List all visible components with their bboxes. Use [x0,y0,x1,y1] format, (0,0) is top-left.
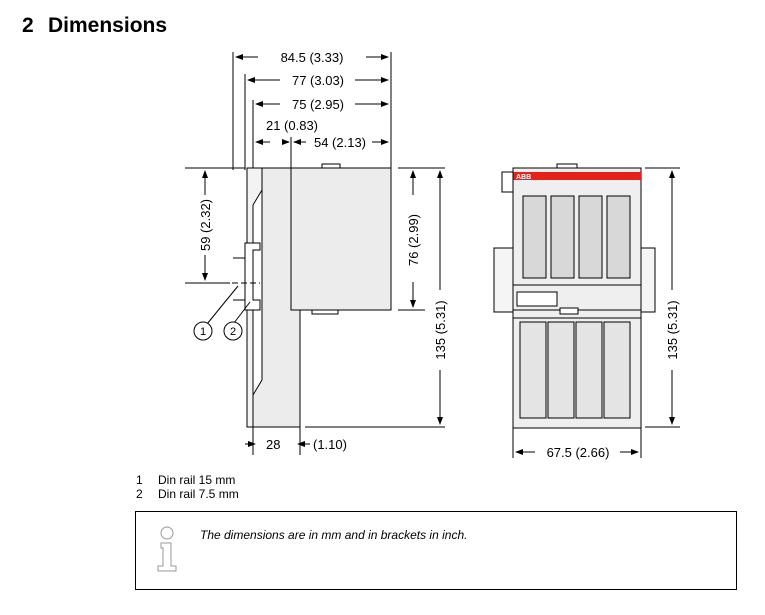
front-dim-arrows [515,170,675,455]
dim-75: 75 (2.95) [292,97,344,112]
brand-stripe [513,172,641,180]
legend-text: Din rail 7.5 mm [158,487,239,501]
side-view [185,52,445,455]
dim-28: 28 [266,437,280,452]
dim-54: 54 (2.13) [314,135,366,150]
legend-number: 2 [136,487,143,501]
section-title: Dimensions [48,14,168,37]
callout-2: 2 [230,326,236,338]
legend-number: 1 [136,473,143,487]
note-box: The dimensions are in mm and in brackets… [135,511,737,590]
dim-135-front: 135 (5.31) [665,300,680,359]
legend-text: Din rail 15 mm [158,473,236,487]
dim-28-inch: (1.10) [313,437,347,452]
dim-59: 59 (2.32) [198,199,213,251]
dim-21: 21 (0.83) [266,118,318,133]
legend-item: 2 Din rail 7.5 mm [136,487,239,501]
brand-logo: ABB [516,174,531,181]
front-view [493,163,680,458]
dim-135-side: 135 (5.31) [433,300,448,359]
dim-67-5: 67.5 (2.66) [547,445,610,460]
info-icon [157,526,177,572]
dim-76: 76 (2.99) [406,214,421,266]
legend: 1 Din rail 15 mm 2 Din rail 7.5 mm [136,473,239,501]
dim-84-5: 84.5 (3.33) [281,50,344,65]
section-heading: 2 Dimensions [22,14,167,38]
note-text: The dimensions are in mm and in brackets… [200,528,468,542]
side-dim-arrows [202,54,443,447]
section-number: 2 [22,14,34,37]
legend-item: 1 Din rail 15 mm [136,473,239,487]
callout-1: 1 [200,326,206,338]
dim-77: 77 (3.03) [292,73,344,88]
